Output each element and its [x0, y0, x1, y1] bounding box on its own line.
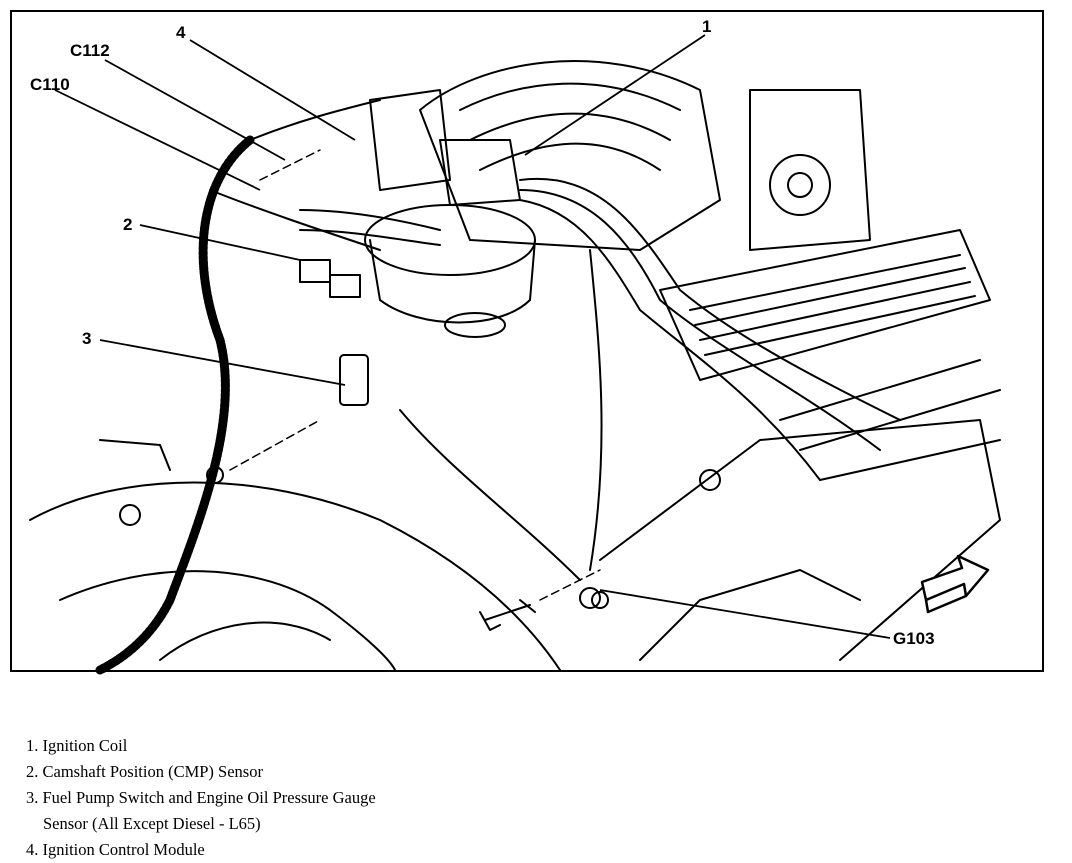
forward-arrow-icon — [920, 554, 990, 614]
intake-manifold — [419, 60, 721, 251]
valve-cover — [659, 229, 991, 381]
legend-item-text: Ignition Coil — [42, 736, 128, 755]
distributor-cap — [364, 204, 536, 276]
wiring-harness — [95, 135, 255, 675]
ground-g103-label: G103 — [893, 629, 935, 648]
callout-4: 4 — [176, 23, 186, 42]
oil-pressure-sensor — [339, 354, 369, 406]
leader-line-g103 — [599, 589, 891, 639]
legend-item-text: Ignition Control Module — [42, 840, 205, 859]
legend-item-text: Fuel Pump Switch and Engine Oil Pressure… — [42, 788, 376, 807]
legend-item: 3. Fuel Pump Switch and Engine Oil Press… — [26, 785, 376, 811]
legend-item-number: 1. — [26, 736, 39, 755]
leader-line-c110 — [54, 89, 261, 191]
callout-2: 2 — [123, 215, 133, 234]
legend-item: 4. Ignition Control Module — [26, 837, 376, 863]
connector-c110-label: C110 — [30, 75, 70, 94]
legend-item-number: 2. — [26, 762, 39, 781]
callout-3: 3 — [82, 329, 92, 348]
leader-line-3 — [99, 339, 346, 386]
legend-item-number: 4. — [26, 840, 39, 859]
legend-item: 2. Camshaft Position (CMP) Sensor — [26, 759, 376, 785]
leader-line-2 — [139, 224, 301, 261]
legend-item-number: 3. — [26, 788, 39, 807]
ground-strap — [399, 409, 581, 581]
leader-line-1 — [524, 34, 706, 156]
ground-bolt — [479, 599, 536, 631]
legend-item: 1. Ignition Coil — [26, 733, 376, 759]
legend-item-continuation: Sensor (All Except Diesel - L65) — [43, 814, 261, 833]
leader-line-c112 — [104, 59, 286, 161]
legend-item-text: Camshaft Position (CMP) Sensor — [42, 762, 263, 781]
ignition-control-module — [369, 89, 451, 191]
block-outline — [29, 481, 561, 671]
leader-line-4 — [189, 39, 356, 141]
callout-1: 1 — [702, 17, 712, 36]
parts-legend: 1. Ignition Coil 2. Camshaft Position (C… — [26, 733, 376, 863]
connector-c112-label: C112 — [70, 41, 110, 60]
